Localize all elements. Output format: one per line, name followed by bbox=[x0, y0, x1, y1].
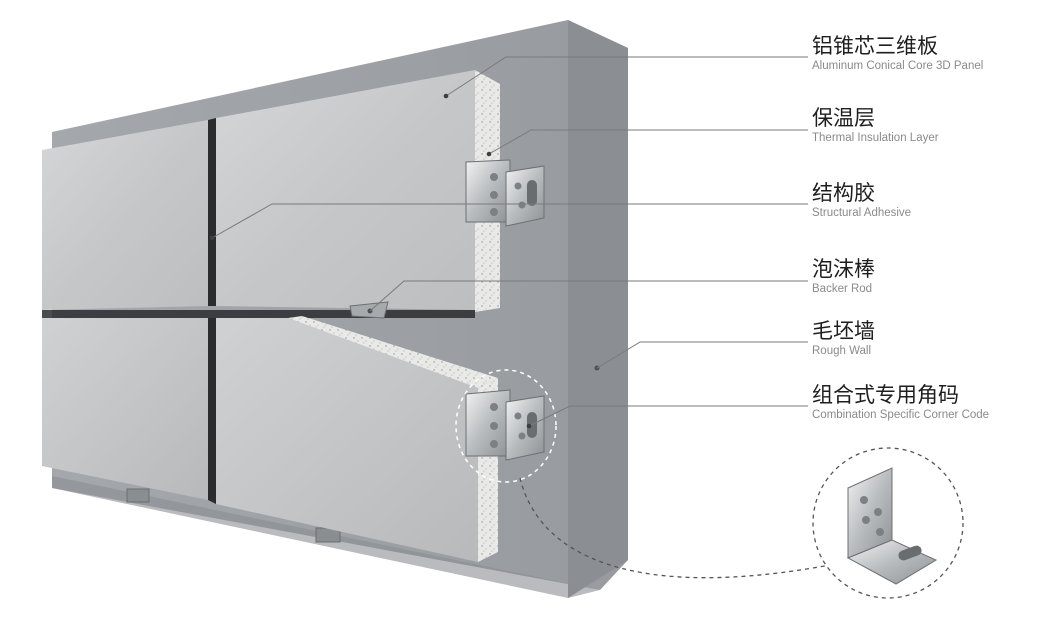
inset-connector bbox=[519, 477, 831, 579]
bottom-clip bbox=[126, 488, 341, 543]
leader-dots bbox=[209, 93, 532, 429]
label-panel: 铝锥芯三维板 Aluminum Conical Core 3D Panel bbox=[812, 33, 1052, 74]
label-backer-rod-zh: 泡沫棒 bbox=[812, 257, 875, 281]
label-insulation-zh: 保温层 bbox=[812, 106, 875, 130]
label-panel-zh: 铝锥芯三维板 bbox=[812, 34, 938, 58]
leader-corner-code bbox=[528, 405, 808, 427]
upper-corner-bracket bbox=[465, 159, 545, 227]
leader-adhesive bbox=[211, 203, 808, 239]
lower-corner-bracket bbox=[455, 369, 557, 483]
label-adhesive: 结构胶 Structural Adhesive bbox=[812, 180, 1052, 221]
label-corner-code: 组合式专用角码 Combination Specific Corner Code bbox=[812, 382, 1052, 423]
corner-code-inset bbox=[812, 447, 964, 599]
label-panel-en: Aluminum Conical Core 3D Panel bbox=[812, 60, 984, 72]
upper-panels bbox=[42, 70, 475, 318]
label-rough-wall: 毛坯墙 Rough Wall bbox=[812, 318, 1052, 359]
leader-lines bbox=[211, 56, 808, 427]
label-adhesive-en: Structural Adhesive bbox=[812, 207, 912, 219]
leader-panel bbox=[445, 56, 808, 97]
label-adhesive-zh: 结构胶 bbox=[812, 181, 875, 205]
backer-rod bbox=[349, 301, 389, 319]
leader-insulation bbox=[488, 129, 808, 155]
label-corner-code-en: Combination Specific Corner Code bbox=[812, 409, 990, 421]
label-insulation-en: Thermal Insulation Layer bbox=[812, 132, 939, 144]
leader-backer-rod bbox=[369, 280, 808, 312]
label-corner-code-zh: 组合式专用角码 bbox=[812, 383, 959, 407]
lower-panels bbox=[42, 316, 498, 562]
leader-rough-wall bbox=[596, 341, 808, 369]
label-backer-rod-en: Backer Rod bbox=[812, 283, 873, 295]
label-insulation: 保温层 Thermal Insulation Layer bbox=[812, 105, 1052, 146]
label-rough-wall-zh: 毛坯墙 bbox=[812, 319, 875, 343]
label-backer-rod: 泡沫棒 Backer Rod bbox=[812, 256, 1052, 297]
label-rough-wall-en: Rough Wall bbox=[812, 345, 872, 357]
